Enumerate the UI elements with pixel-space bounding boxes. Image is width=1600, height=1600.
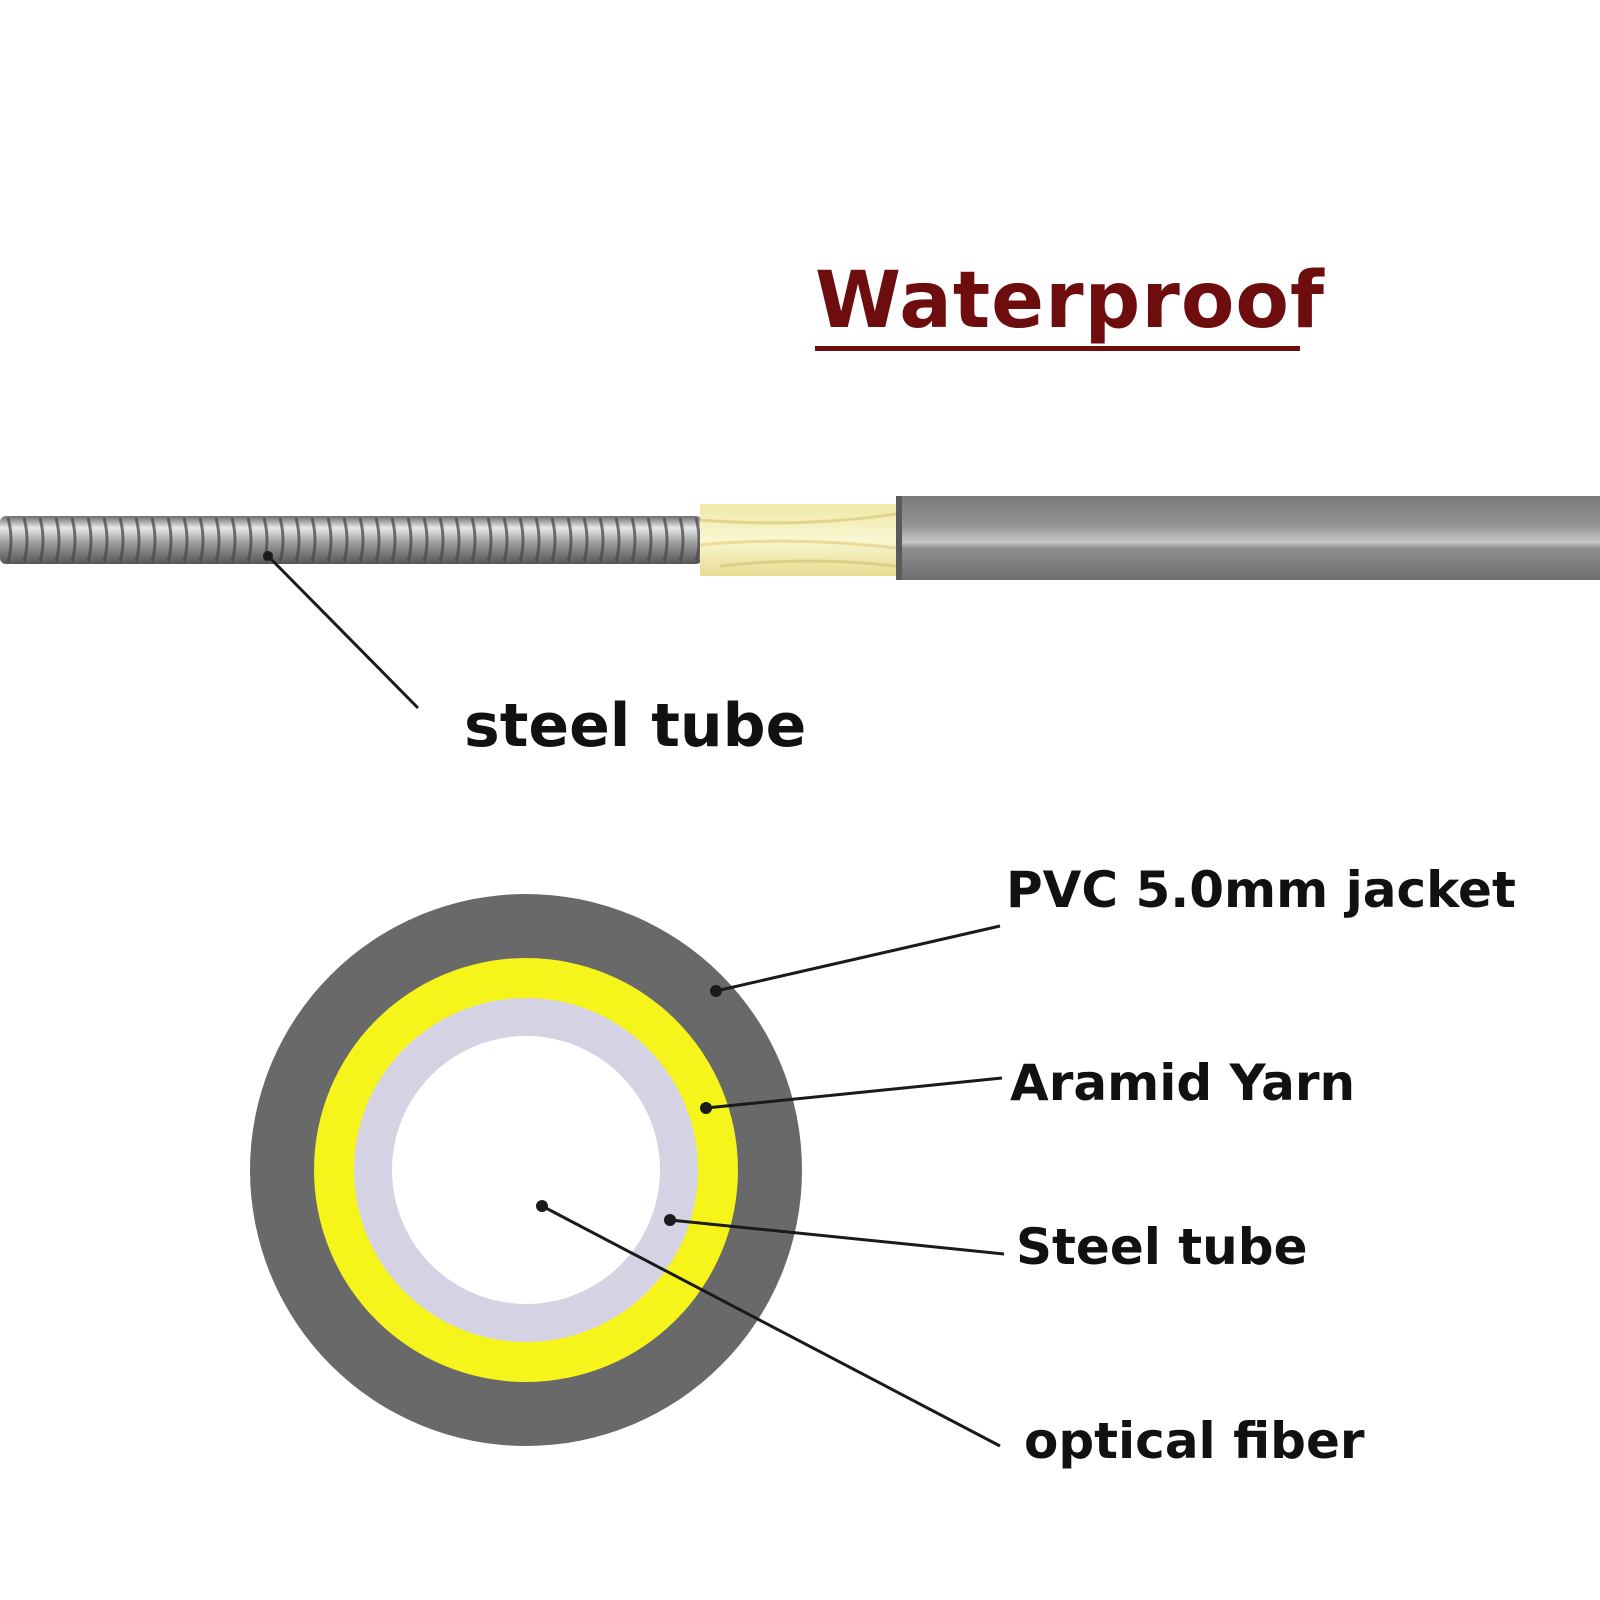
steel-tube-label: steel tube [464,691,807,761]
spring-coil [166,517,173,563]
spring-coil [214,517,221,563]
aramid-yarn-section [699,504,897,576]
spring-coil [646,517,653,563]
spring-coil [454,517,461,563]
spring-coil [438,517,445,563]
spring-coil [310,517,317,563]
jacket-label: PVC 5.0mm jacket [1006,861,1516,919]
spring-coil [230,517,237,563]
spring-coil [38,517,45,563]
spring-coil [550,517,557,563]
optical-fiber-label: optical fiber [1024,1412,1365,1470]
spring-coil [342,517,349,563]
spring-coil [694,517,701,563]
spring-coil [502,517,509,563]
spring-coil [374,517,381,563]
title-underline [815,346,1300,351]
spring-coil [422,517,429,563]
aramid-yarn-label: Aramid Yarn [1010,1054,1356,1112]
spring-coil [54,517,61,563]
spring-coil [150,517,157,563]
steel-tube-leader [263,551,420,710]
diagram-title: Waterproof [815,256,1325,346]
spring-coil [390,517,397,563]
spring-coil [662,517,669,563]
spring-coil [86,517,93,563]
spring-coil [22,517,29,563]
spring-coil [582,517,589,563]
spring-coil [70,517,77,563]
spring-coil [198,517,205,563]
spring-coil [630,517,637,563]
spring-coil [486,517,493,563]
spring-coil [6,517,13,563]
cable-cross-section [250,894,802,1446]
spring-coil [118,517,125,563]
spring-coil [614,517,621,563]
fiber-core [392,1036,660,1304]
spring-coil [358,517,365,563]
spring-coil [518,517,525,563]
steel-spring-tube [0,516,702,564]
steel-tube-cross-label: Steel tube [1016,1218,1308,1276]
spring-coil [102,517,109,563]
spring-coil [406,517,413,563]
spring-coil [534,517,541,563]
spring-coil [566,517,573,563]
cable-side-view [0,496,1600,580]
spring-coil [246,517,253,563]
spring-coil [182,517,189,563]
spring-coil [470,517,477,563]
spring-coil [134,517,141,563]
pvc-jacket-section [896,496,1600,580]
spring-coil [598,517,605,563]
spring-coil [326,517,333,563]
spring-coil [278,517,285,563]
cross-section-leaders [536,924,1005,1448]
spring-coil [294,517,301,563]
spring-coil [678,517,685,563]
